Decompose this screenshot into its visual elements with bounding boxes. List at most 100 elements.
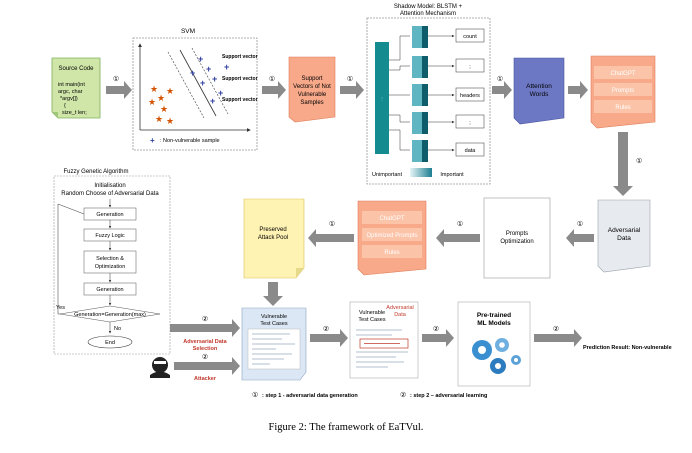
vulnerable-tests-line: Vulnerable	[261, 314, 287, 320]
adversarial-data-line: Adversarial	[608, 227, 641, 234]
importance-scale	[410, 168, 432, 177]
shadow-model-title: Attention Mechanism	[400, 11, 456, 17]
vulnerable-test-cases-2: Vulnerable Test Cases Adversarial Data	[349, 301, 419, 379]
flow-arrow	[568, 81, 588, 99]
non-vulnerable-plus: +	[224, 62, 229, 72]
vulnerable-sample-star: ★	[148, 97, 156, 107]
legend-plus: +	[150, 136, 155, 145]
source-code-line: argc, char	[58, 89, 83, 95]
svm-legend: : Non-vulnerable sample	[160, 138, 220, 144]
scale-important: Important	[440, 172, 464, 178]
support-vector-label: Support vector	[222, 76, 258, 82]
chatgpt-mid-item: Optimized Prompts	[366, 233, 417, 239]
flow-arrow	[340, 81, 364, 99]
source-code-line: size_t len;	[62, 110, 87, 116]
vulnerable-sample-star: ★	[166, 86, 174, 96]
blstm-layer	[375, 42, 389, 154]
prompts-optimization-line: Prompts	[506, 231, 528, 237]
vulnerable-sample-star: ★	[150, 84, 158, 94]
flow-arrow	[308, 229, 354, 247]
vulnerable-sample-star: ★	[160, 104, 168, 114]
shadow-model-panel: ⋮	[366, 17, 491, 185]
fuzzy-no: No	[114, 326, 121, 332]
step1-marker: ①	[577, 220, 583, 228]
support-vectors-box: Support Vectors of Not Vulnerable Sample…	[288, 56, 336, 123]
fuzzy-step: Generation	[96, 212, 123, 218]
fuzzy-step: Optimization	[95, 264, 126, 270]
attacker-icon	[150, 357, 170, 378]
fuzzy-init-line: Random Choose of Adversarial Data	[61, 191, 159, 197]
attention-output-word: ;	[469, 120, 471, 126]
step1-marker: ①	[269, 75, 275, 83]
fuzzy-step: Generation	[96, 287, 123, 293]
adversarial-data-box: Adversarial Data	[597, 199, 651, 273]
adversarial-selection-label: Adversarial Data	[183, 339, 227, 345]
legend-step2: : step 2 – adversarial learning	[410, 393, 487, 399]
step2-marker: ②	[553, 325, 559, 333]
fuzzy-yes: Yes	[56, 305, 65, 311]
support-vector-label: Support vector	[222, 54, 258, 60]
support-vectors-line: Vulnerable	[298, 92, 327, 98]
preserved-pool-line: Preserved	[259, 227, 286, 233]
non-vulnerable-plus: +	[198, 54, 203, 64]
adversarial-data-tag: Adversarial	[386, 305, 414, 311]
flow-arrow	[262, 81, 286, 99]
step2-marker: ②	[202, 353, 208, 361]
svm-plot: ★ ★ ★ ★ ★ ★ ★ + + + + + + + + Support ve…	[132, 37, 258, 151]
non-vulnerable-plus: +	[210, 96, 215, 106]
step2-marker: ②	[433, 325, 439, 333]
flow-arrow	[106, 81, 132, 99]
chatgpt-mid-item: Rules	[384, 250, 399, 256]
support-vectors-line: Samples	[300, 100, 323, 106]
fuzzy-genetic-panel: Initialisation Random Choose of Adversar…	[53, 175, 171, 355]
prediction-result: Prediction Result: Non-vulnerable	[583, 345, 672, 351]
svm-title: SVM	[181, 28, 195, 35]
vulnerable-tests-line: Test Cases	[260, 321, 287, 327]
vulnerable-test-cases-1: Vulnerable Test Cases	[241, 307, 307, 381]
non-vulnerable-plus: +	[218, 88, 223, 98]
prompts-optimization-box: Prompts Optimization	[483, 197, 551, 279]
step1-marker: ①	[329, 220, 335, 228]
non-vulnerable-plus: +	[212, 74, 217, 84]
non-vulnerable-plus: +	[200, 78, 205, 88]
chatgpt-top-box: ChatGPT Prompts Rules	[590, 55, 656, 129]
source-code-title: Source Code	[58, 66, 94, 72]
source-code-line: int main(int	[58, 82, 85, 88]
vulnerable-tests-line: Vulnerable	[359, 310, 385, 316]
fuzzy-end: End	[105, 340, 115, 346]
source-code-line: {	[64, 103, 66, 109]
attention-words-box: Attention Words	[513, 57, 565, 125]
attention-output-word: data	[465, 148, 477, 154]
vulnerable-sample-star: ★	[157, 93, 165, 103]
ml-models-line: Pre-trained	[477, 312, 511, 319]
attention-output-word: count	[463, 34, 477, 40]
support-vectors-line: Vectors of Not	[293, 84, 331, 90]
flow-arrow	[422, 329, 454, 347]
preserved-pool-line: Attack Pool	[258, 235, 288, 241]
flow-arrow	[263, 282, 283, 306]
attacker-label: Attacker	[194, 376, 217, 382]
source-code-note: Source Code int main(int argc, char *arg…	[51, 57, 101, 119]
fuzzy-step: Fuzzy Logic	[95, 233, 125, 239]
fuzzy-condition: Generation=Generation(max)	[74, 312, 146, 318]
ml-models-line: ML Models	[477, 320, 511, 327]
gears-icon	[472, 338, 521, 374]
chatgpt-mid-item: ChatGPT	[379, 216, 404, 222]
adversarial-selection-label: Selection	[193, 346, 218, 352]
attention-words-line: Attention	[526, 83, 552, 90]
adversarial-data-tag: Data	[394, 312, 407, 318]
legend-step1: : step 1 - adversarial data generation	[262, 393, 358, 399]
figure-caption: Figure 2: The framework of EaTVul.	[269, 422, 424, 433]
shadow-model-title: Shadow Model: BLSTM +	[394, 4, 463, 10]
preserved-attack-pool-note: Preserved Attack Pool	[243, 198, 305, 279]
non-vulnerable-plus: +	[190, 68, 195, 78]
flow-arrow	[310, 329, 348, 347]
step1-marker: ①	[347, 75, 353, 83]
legend-step2-marker: ②	[400, 391, 406, 399]
step1-marker: ①	[636, 157, 642, 165]
flow-arrow	[170, 319, 240, 337]
ml-models-box: Pre-trained ML Models	[457, 301, 531, 387]
fuzzy-step: Selection &	[96, 256, 124, 262]
vulnerable-sample-star: ★	[166, 116, 174, 126]
